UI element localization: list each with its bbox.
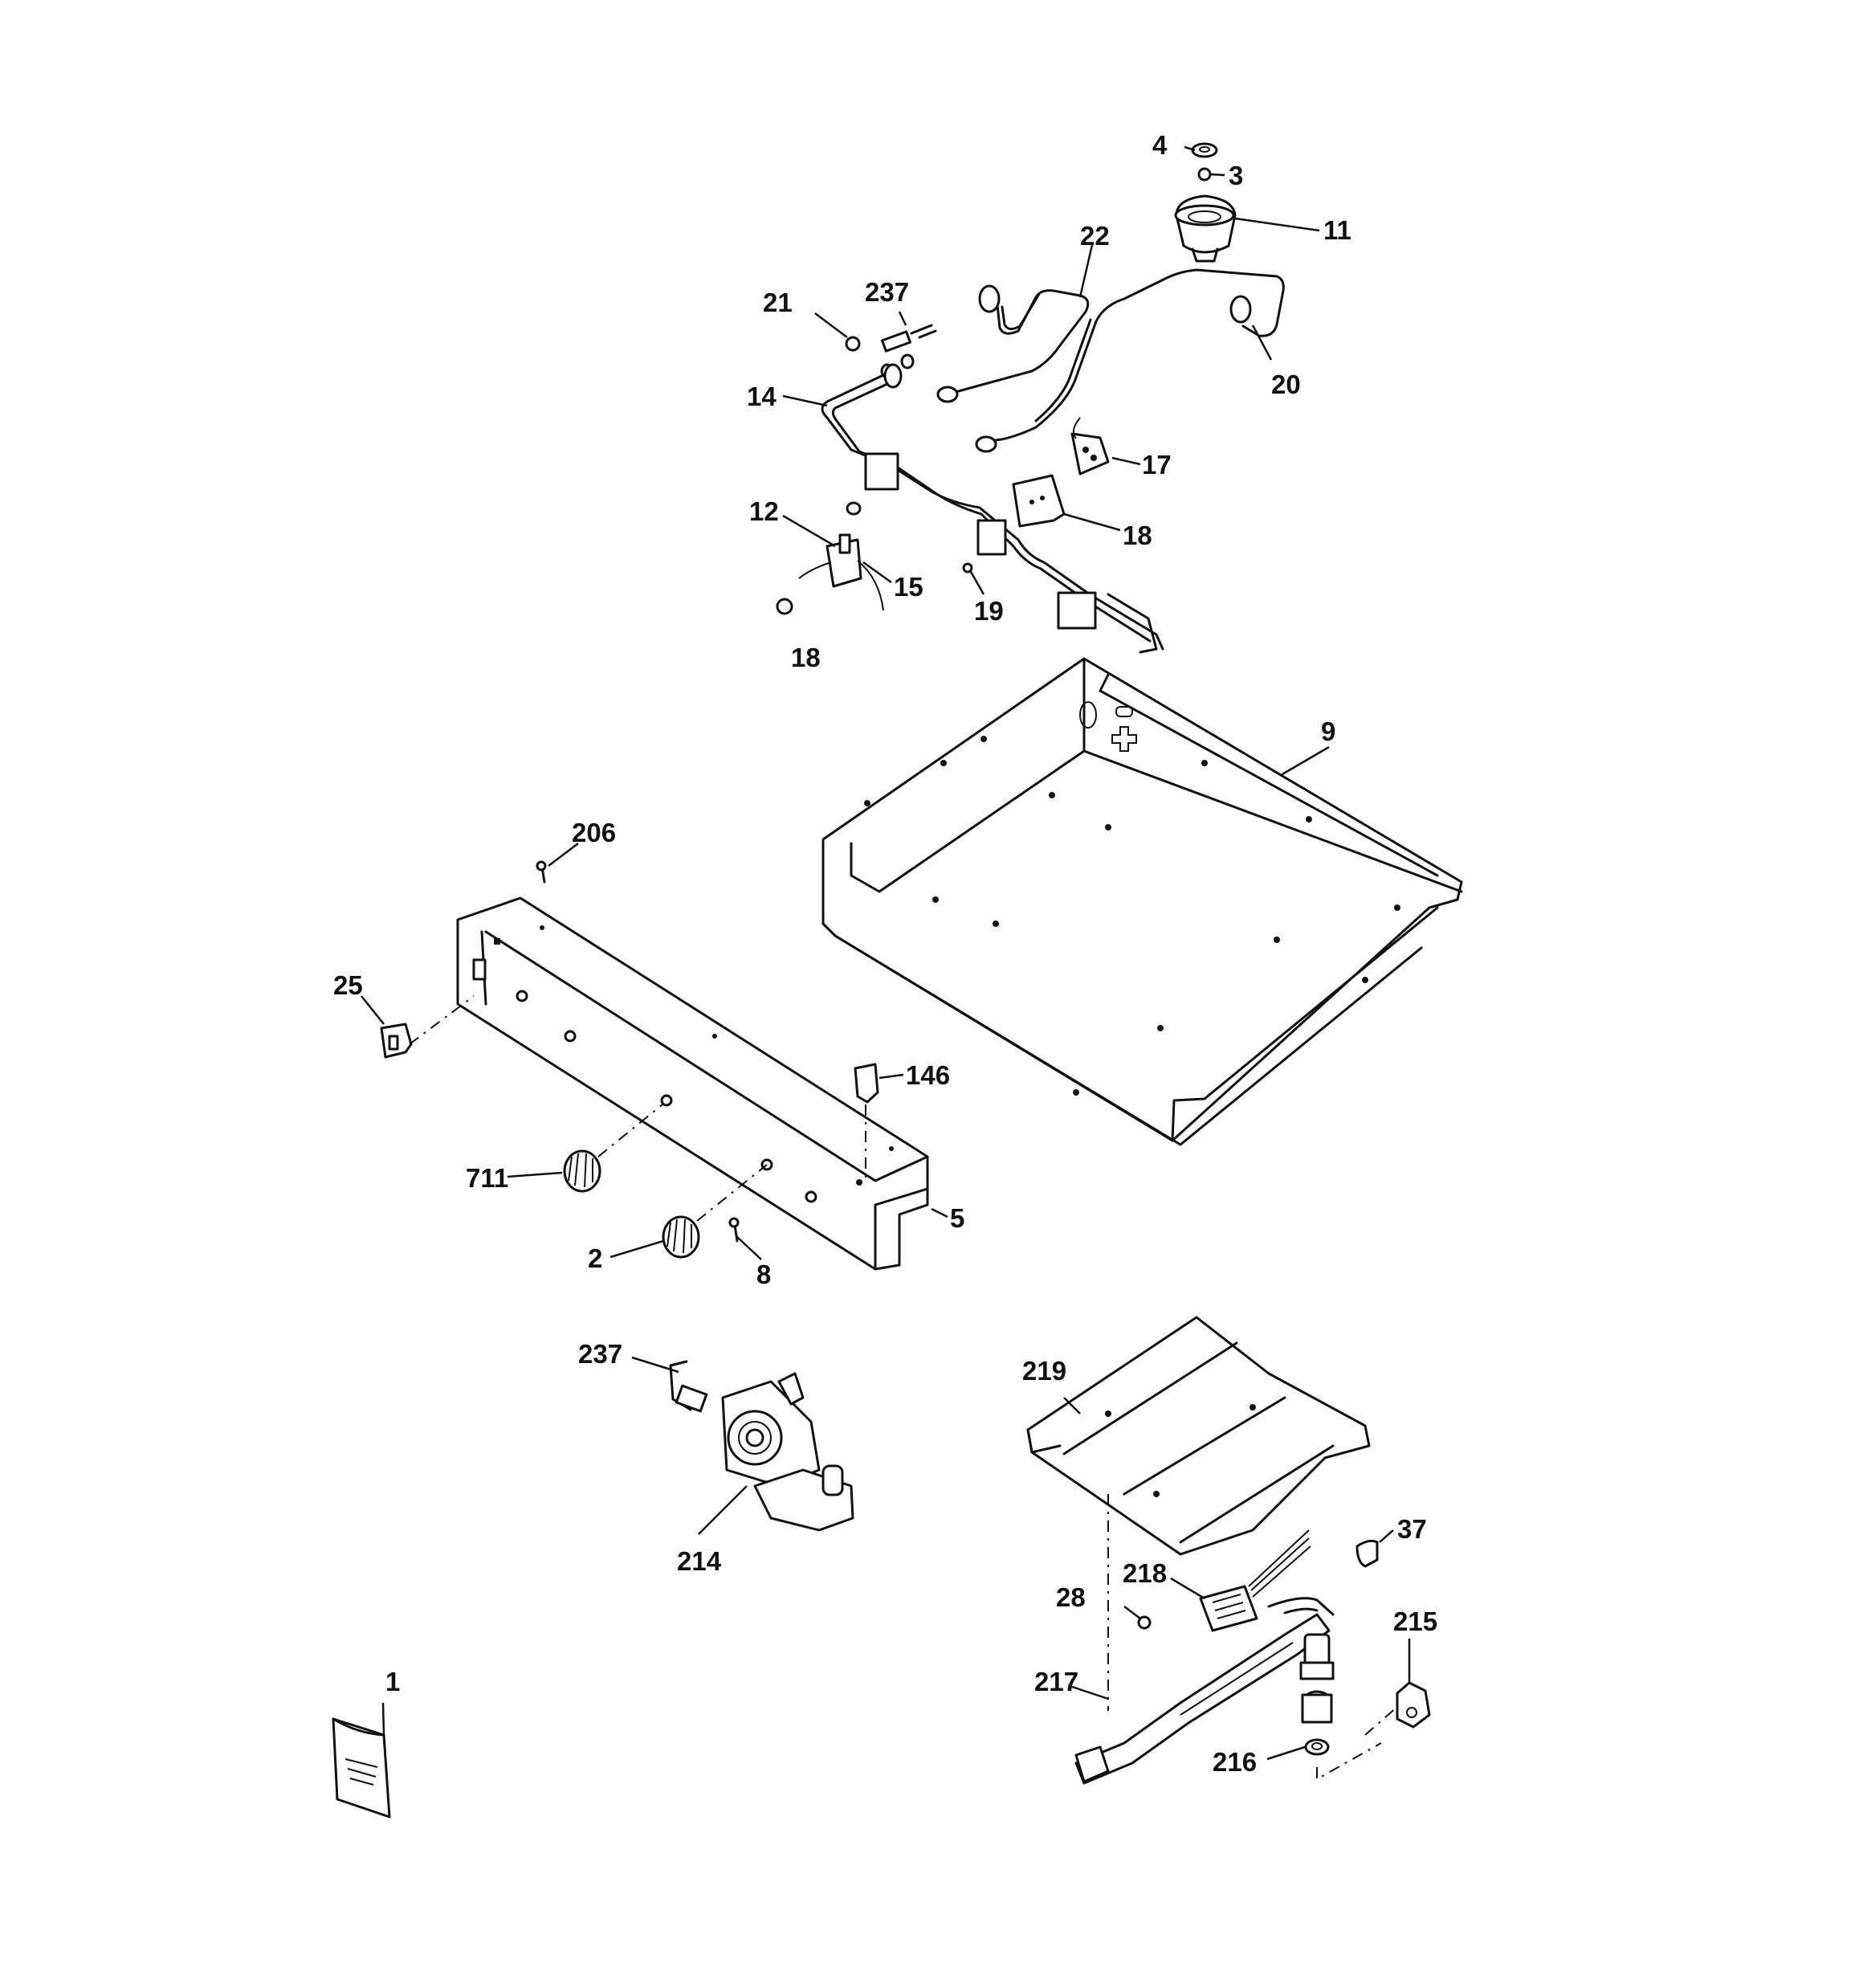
clip-37 <box>1355 1539 1379 1568</box>
callout-237-upper: 237 <box>865 277 909 307</box>
fitting-assembly <box>1299 1633 1335 1724</box>
burner-cap-nut <box>1191 142 1218 158</box>
callout-5: 5 <box>950 1203 964 1233</box>
callout-215: 215 <box>1393 1606 1437 1636</box>
callout-9: 9 <box>1321 716 1335 746</box>
callout-20: 20 <box>1271 369 1301 399</box>
igniter-17 <box>1070 417 1110 476</box>
callout-1: 1 <box>385 1667 400 1696</box>
leader-lines <box>361 145 1411 1761</box>
burner-base <box>1174 194 1237 263</box>
callout-3: 3 <box>1229 161 1243 190</box>
callout-18-lower: 18 <box>791 643 821 672</box>
callout-206: 206 <box>572 818 616 847</box>
callout-14: 14 <box>747 382 777 411</box>
callout-4: 4 <box>1152 130 1168 160</box>
callout-17: 17 <box>1142 450 1172 480</box>
gas-tube-22 <box>936 284 1090 403</box>
callout-22: 22 <box>1080 221 1110 251</box>
switch-25 <box>380 1023 413 1059</box>
valve-15 <box>798 501 884 611</box>
heat-shield-219 <box>1026 1316 1371 1711</box>
manifold-pipe <box>821 363 1164 654</box>
screw-28 <box>1137 1615 1152 1630</box>
burner-box-9 <box>821 657 1463 1146</box>
callout-15: 15 <box>894 572 923 602</box>
callout-25: 25 <box>333 970 363 1000</box>
screw-21 <box>845 336 861 352</box>
callout-218: 218 <box>1123 1558 1167 1588</box>
bracket-215 <box>1396 1681 1431 1729</box>
igniter-bracket-18 <box>1012 474 1066 528</box>
burner-217 <box>1074 1597 1335 1785</box>
igniter-218 <box>1199 1529 1311 1632</box>
knob-2 <box>662 1164 768 1259</box>
screw-206 <box>536 860 547 884</box>
callout-18-upper: 18 <box>1123 520 1152 550</box>
callout-2: 2 <box>588 1243 602 1273</box>
callout-19: 19 <box>974 596 1004 626</box>
callout-217: 217 <box>1034 1667 1078 1696</box>
burner-screw <box>1197 167 1212 182</box>
screw-19 <box>962 562 973 574</box>
callout-237-lower: 237 <box>578 1339 622 1369</box>
screw-8 <box>728 1217 740 1243</box>
knob-711 <box>563 1104 663 1193</box>
callout-28: 28 <box>1056 1582 1086 1612</box>
control-panel-5 <box>456 896 929 1271</box>
callout-216: 216 <box>1213 1747 1257 1777</box>
callout-37: 37 <box>1397 1514 1427 1544</box>
clip-146 <box>854 1063 879 1181</box>
gas-valve-214 <box>669 1360 854 1532</box>
callout-711: 711 <box>466 1163 508 1193</box>
callout-219: 219 <box>1022 1356 1066 1386</box>
callout-21: 21 <box>763 288 793 317</box>
nut-216 <box>1304 1738 1330 1756</box>
callout-214: 214 <box>677 1546 722 1576</box>
gas-tube-20 <box>975 268 1285 453</box>
manual-envelope-1 <box>332 1717 391 1819</box>
callout-11: 11 <box>1323 215 1351 245</box>
callout-8: 8 <box>756 1259 771 1289</box>
callout-12: 12 <box>749 496 779 526</box>
callout-146: 146 <box>906 1060 950 1090</box>
nut-18-lower <box>776 598 793 615</box>
